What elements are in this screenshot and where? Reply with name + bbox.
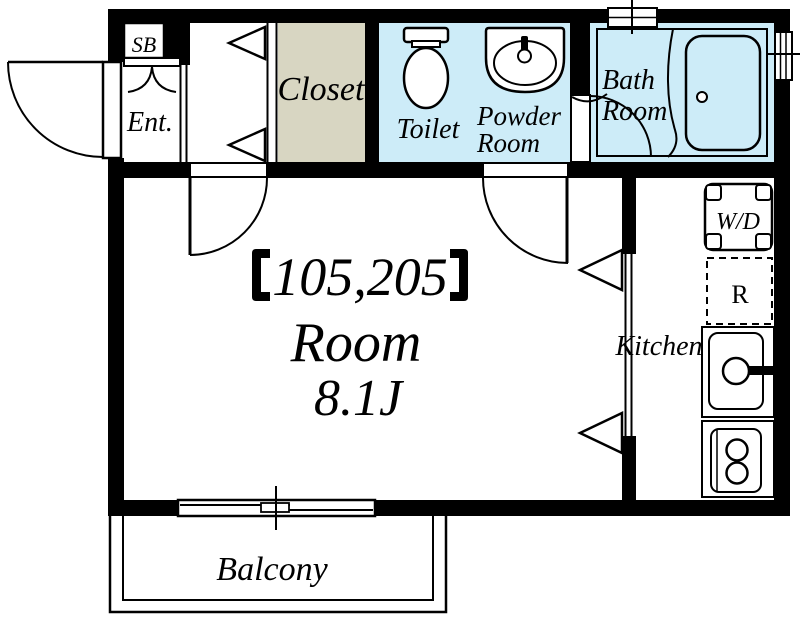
bathroom-top-window-icon	[607, 0, 658, 34]
powder-door-icon	[482, 177, 569, 264]
sink-icon	[484, 26, 566, 94]
unit-number: 105,205	[272, 247, 448, 307]
bath-room-label-line1: Bath	[602, 65, 655, 96]
bathroom-right-window-icon	[766, 31, 800, 81]
kitchen-sink-icon	[701, 326, 775, 418]
refrigerator-space-icon	[706, 257, 773, 325]
toilet-label: Toilet	[397, 114, 461, 145]
hall-door-icon	[188, 177, 268, 256]
walls	[108, 9, 790, 516]
powder-door-opening	[482, 162, 569, 178]
refrigerator-label: R	[731, 280, 749, 309]
entrance-door-icon	[7, 60, 123, 160]
closet-label: Closet	[278, 71, 366, 108]
bathroom-inner-border	[596, 28, 768, 157]
entrance-label: Ent.	[126, 107, 173, 138]
bathroom-door-icon	[570, 93, 652, 163]
powder-room-label-line1: Powder	[476, 101, 561, 131]
bathroom-floor	[590, 22, 774, 163]
hall-partition-lines	[179, 62, 188, 162]
washer-dryer-label: W/D	[716, 209, 760, 235]
kitchen-label: Kitchen	[614, 331, 702, 362]
room-size: 8.1J	[314, 370, 405, 427]
powder-room-label-line2: Room	[476, 128, 540, 158]
closet-doors-icon	[225, 22, 278, 163]
hall-door-opening	[189, 162, 268, 178]
toilet-icon	[402, 26, 450, 110]
bathroom-divider-line	[666, 28, 678, 158]
balcony-rail	[108, 516, 448, 614]
bathtub-icon	[684, 34, 762, 152]
balcony-label: Balcony	[216, 551, 328, 588]
balcony-sliding-window-icon	[176, 486, 377, 530]
shoe-box	[122, 21, 166, 60]
unit-bracket-close	[450, 249, 468, 301]
unit-bracket-open	[252, 249, 270, 301]
shoe-cabinet-icon	[123, 57, 181, 93]
kitchen-sliding-door-icon	[577, 248, 633, 455]
sb-label: SB	[132, 32, 156, 57]
bath-room-label-line2: Room	[601, 96, 667, 127]
room-name: Room	[290, 312, 422, 374]
stove-icon	[701, 420, 775, 498]
closet-floor	[278, 22, 365, 163]
washer-dryer-pan-icon	[703, 182, 774, 252]
